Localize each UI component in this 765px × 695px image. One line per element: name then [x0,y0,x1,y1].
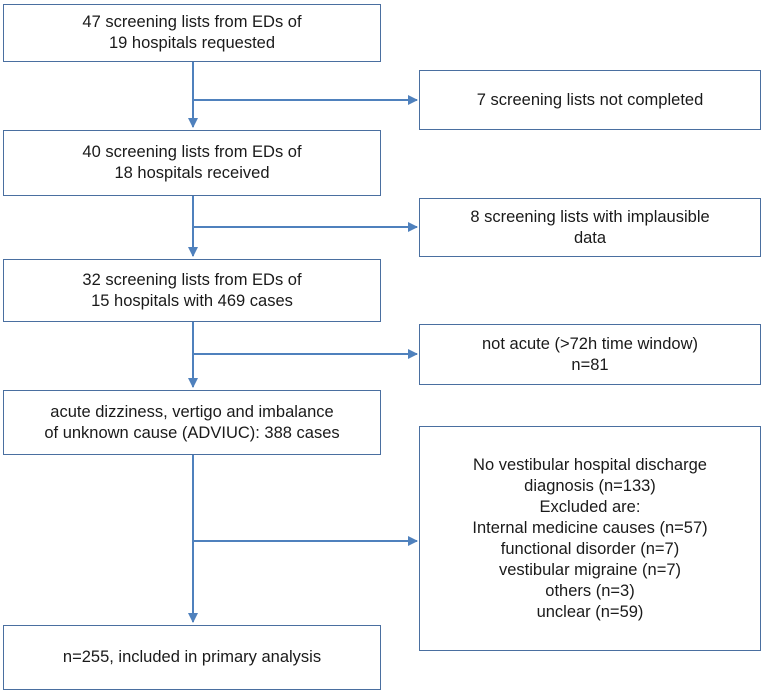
main-box-cases-line-1: 32 screening lists from EDs of [82,270,302,289]
main-box-cases: 32 screening lists from EDs of 15 hospit… [3,259,381,322]
side-box-not-acute-line-2: n=81 [571,355,609,374]
side-box-not-acute: not acute (>72h time window) n=81 [419,324,761,385]
side-box-not-completed: 7 screening lists not completed [419,70,761,130]
side-box-implausible-line-1: 8 screening lists with implausible [470,207,710,226]
main-box-cases-line-2: 15 hospitals with 469 cases [91,291,293,310]
side-box-no-vestibular-line-8: unclear (n=59) [536,602,644,621]
main-box-requested-line-1: 47 screening lists from EDs of [82,13,302,31]
side-box-no-vestibular-line-3: Excluded are: [539,497,641,516]
side-box-no-vestibular-line-4: Internal medicine causes (n=57) [472,518,708,537]
side-box-no-vestibular-line-1: No vestibular hospital discharge [473,455,707,474]
side-box-not-completed-line-1: 7 screening lists not completed [476,90,704,109]
main-box-received-line-1: 40 screening lists from EDs of [82,143,302,161]
main-box-included: n=255, included in primary analysis [3,625,381,690]
main-box-adviuc: acute dizziness, vertigo and imbalance o… [3,390,381,455]
side-box-no-vestibular: No vestibular hospital discharge diagnos… [419,426,761,651]
side-box-implausible: 8 screening lists with implausible data [419,198,761,257]
side-box-implausible-line-2: data [573,228,607,247]
side-box-no-vestibular-line-5: functional disorder (n=7) [500,539,680,558]
main-box-requested: 47 screening lists from EDs of 19 hospit… [3,4,381,62]
side-box-no-vestibular-line-2: diagnosis (n=133) [524,476,656,495]
main-box-requested-line-2: 19 hospitals requested [108,34,276,52]
main-box-included-line-1: n=255, included in primary analysis [62,648,322,666]
main-box-adviuc-line-1: acute dizziness, vertigo and imbalance [50,402,334,421]
main-box-adviuc-line-2: of unknown cause (ADVIUC): 388 cases [44,423,340,442]
main-box-received-line-2: 18 hospitals received [114,164,270,182]
main-box-received: 40 screening lists from EDs of 18 hospit… [3,130,381,196]
side-box-not-acute-line-1: not acute (>72h time window) [482,334,698,353]
side-box-no-vestibular-line-6: vestibular migraine (n=7) [498,560,682,579]
side-box-no-vestibular-line-7: others (n=3) [545,581,635,600]
